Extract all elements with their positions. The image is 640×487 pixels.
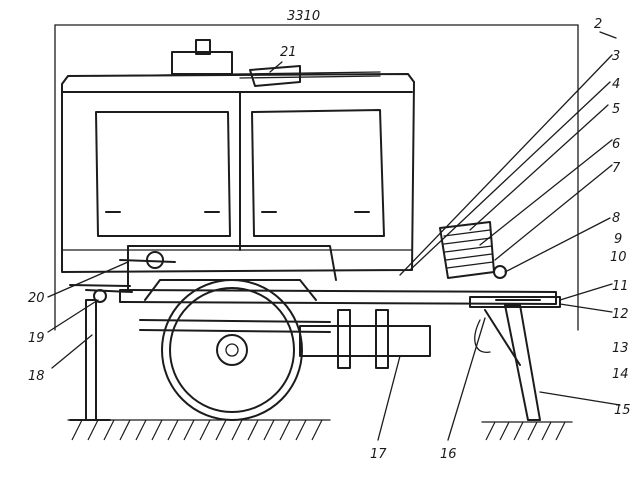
dimension-frame: 3310 — [54, 9, 579, 331]
tool-box — [299, 309, 431, 369]
ground-right — [481, 421, 573, 441]
callout-19: 19 — [28, 331, 45, 346]
callout-21: 21 — [280, 45, 297, 60]
callout-18: 18 — [28, 369, 45, 384]
side-door-left — [95, 111, 231, 237]
callout-11: 11 — [612, 279, 629, 294]
side-door-right — [251, 109, 385, 237]
callout-12: 12 — [612, 307, 629, 322]
callout-7: 7 — [612, 161, 621, 176]
suspension — [139, 319, 331, 333]
callout-10: 10 — [610, 250, 627, 265]
dimension-label: 3310 — [287, 9, 320, 24]
leader-lines — [47, 31, 621, 441]
callout-3: 3 — [612, 49, 620, 64]
drawbar — [469, 296, 561, 308]
callout-5: 5 — [612, 102, 620, 117]
callout-17: 17 — [370, 447, 387, 462]
chassis-frame — [69, 245, 557, 305]
callout-2: 2 — [594, 17, 602, 32]
callout-16: 16 — [440, 447, 457, 462]
wheel — [144, 279, 317, 421]
tow-hitch — [85, 251, 176, 303]
callout-8: 8 — [612, 211, 620, 226]
callout-15: 15 — [614, 403, 631, 418]
callout-4: 4 — [612, 77, 620, 92]
front-support — [474, 304, 541, 421]
callout-14: 14 — [612, 367, 629, 382]
roof-equipment — [94, 39, 381, 87]
callout-13: 13 — [612, 341, 629, 356]
rear-support — [69, 299, 111, 421]
callout-9: 9 — [614, 232, 622, 247]
callout-20: 20 — [28, 291, 45, 306]
ground-left — [67, 419, 331, 441]
callout-6: 6 — [612, 137, 620, 152]
radiator-unit — [439, 221, 507, 279]
callouts: 2 3 4 5 6 7 8 9 10 11 12 13 14 15 16 17 … — [28, 17, 631, 462]
generator-housing — [61, 73, 415, 273]
